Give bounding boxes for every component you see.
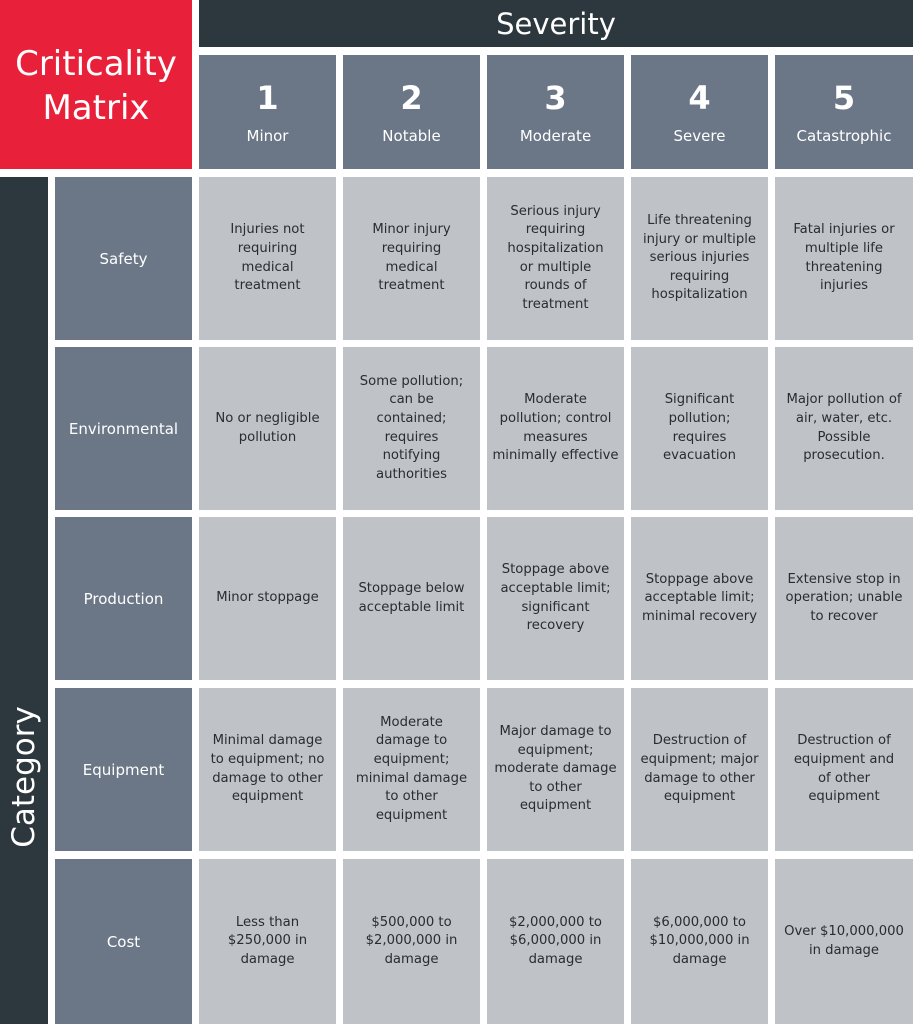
severity-number: 2	[400, 79, 423, 117]
severity-header-3: 3 Moderate	[487, 55, 624, 169]
severity-number: 3	[544, 79, 567, 117]
category-name: Safety	[99, 249, 148, 268]
category-row-label-safety: Safety	[55, 177, 192, 340]
category-row-label-cost: Cost	[55, 859, 192, 1024]
severity-name: Minor	[246, 127, 289, 145]
cell-text: Over $10,000,000 in damage	[784, 923, 904, 958]
matrix-cell: Minimal damage to equipment; no damage t…	[199, 688, 336, 851]
cell-text: Less than $250,000 in damage	[227, 914, 308, 967]
cell-text: Minor injury requiring medical treatment	[372, 222, 451, 294]
matrix-cell: No or negligible pollution	[199, 347, 336, 510]
matrix-cell: Less than $250,000 in damage	[199, 859, 336, 1024]
matrix-cell: Serious injury requiring hospitalization…	[487, 177, 624, 340]
matrix-cell: $6,000,000 to $10,000,000 in damage	[631, 859, 768, 1024]
title-line-2: Matrix	[42, 87, 150, 128]
cell-text: Serious injury requiring hospitalization…	[507, 203, 604, 312]
cell-text: Moderate damage to equipment; minimal da…	[355, 714, 468, 823]
severity-name: Notable	[382, 127, 441, 145]
matrix-cell: Destruction of equipment and of other eq…	[775, 688, 913, 851]
cell-text: $6,000,000 to $10,000,000 in damage	[649, 914, 750, 967]
cell-text: Minimal damage to equipment; no damage t…	[210, 733, 325, 805]
cell-text: Destruction of equipment and of other eq…	[793, 733, 895, 805]
cell-text: Major damage to equipment; moderate dama…	[494, 724, 617, 814]
matrix-cell: Fatal injuries or multiple life threaten…	[775, 177, 913, 340]
matrix-cell: Stoppage below acceptable limit	[343, 517, 480, 680]
matrix-cell: Extensive stop in operation; unable to r…	[775, 517, 913, 680]
severity-label: Severity	[496, 6, 616, 41]
matrix-cell: $500,000 to $2,000,000 in damage	[343, 859, 480, 1024]
severity-header-2: 2 Notable	[343, 55, 480, 169]
category-name: Cost	[106, 932, 141, 951]
matrix-cell: Some pollution; can be contained; requir…	[343, 347, 480, 510]
cell-text: Fatal injuries or multiple life threaten…	[793, 222, 895, 294]
matrix-cell: $2,000,000 to $6,000,000 in damage	[487, 859, 624, 1024]
cell-text: $2,000,000 to $6,000,000 in damage	[509, 914, 602, 967]
cell-text: Moderate pollution; control measures min…	[492, 392, 619, 464]
cell-text: Minor stoppage	[216, 590, 319, 606]
severity-number: 4	[688, 79, 711, 117]
severity-header-4: 4 Severe	[631, 55, 768, 169]
matrix-cell: Moderate damage to equipment; minimal da…	[343, 688, 480, 851]
matrix-cell: Stoppage above acceptable limit; signifi…	[487, 517, 624, 680]
category-axis-header: Category	[0, 177, 48, 1024]
category-row-label-production: Production	[55, 517, 192, 680]
category-row-label-equipment: Equipment	[55, 688, 192, 851]
cell-text: No or negligible pollution	[215, 410, 320, 445]
severity-axis-header: Severity	[199, 0, 913, 47]
category-name: Equipment	[82, 760, 165, 779]
cell-text: $500,000 to $2,000,000 in damage	[365, 914, 458, 967]
cell-text: Destruction of equipment; major damage t…	[640, 733, 759, 805]
severity-number: 5	[832, 79, 856, 117]
cell-text: Stoppage above acceptable limit; minimal…	[641, 571, 758, 624]
matrix-cell: Injuries not requiring medical treatment	[199, 177, 336, 340]
cell-text: Significant pollution; requires evacuati…	[663, 392, 736, 464]
cell-text: Some pollution; can be contained; requir…	[359, 373, 464, 482]
severity-name: Severe	[673, 127, 726, 145]
matrix-cell: Major damage to equipment; moderate dama…	[487, 688, 624, 851]
category-row-label-environmental: Environmental	[55, 347, 192, 510]
matrix-cell: Minor stoppage	[199, 517, 336, 680]
cell-text: Life threatening injury or multiple seri…	[643, 213, 756, 303]
severity-header-5: 5 Catastrophic	[775, 55, 913, 169]
matrix-cell: Destruction of equipment; major damage t…	[631, 688, 768, 851]
cell-text: Stoppage above acceptable limit; signifi…	[500, 562, 611, 634]
severity-name: Moderate	[519, 127, 592, 145]
matrix-cell: Life threatening injury or multiple seri…	[631, 177, 768, 340]
category-label: Category	[6, 706, 42, 848]
title-line-1: Criticality	[15, 43, 177, 84]
cell-text: Major pollution of air, water, etc. Poss…	[786, 392, 902, 464]
matrix-cell: Significant pollution; requires evacuati…	[631, 347, 768, 510]
matrix-cell: Major pollution of air, water, etc. Poss…	[775, 347, 913, 510]
cell-text: Stoppage below acceptable limit	[358, 580, 465, 615]
severity-header-1: 1 Minor	[199, 55, 336, 169]
cell-text: Extensive stop in operation; unable to r…	[785, 571, 903, 624]
severity-number: 1	[256, 79, 279, 117]
matrix-cell: Over $10,000,000 in damage	[775, 859, 913, 1024]
cell-text: Injuries not requiring medical treatment	[230, 222, 305, 294]
matrix-title: Criticality Matrix	[0, 0, 192, 169]
matrix-cell: Moderate pollution; control measures min…	[487, 347, 624, 510]
severity-name: Catastrophic	[796, 127, 892, 145]
matrix-cell: Minor injury requiring medical treatment	[343, 177, 480, 340]
matrix-cell: Stoppage above acceptable limit; minimal…	[631, 517, 768, 680]
category-name: Environmental	[68, 419, 179, 438]
category-name: Production	[83, 589, 164, 608]
